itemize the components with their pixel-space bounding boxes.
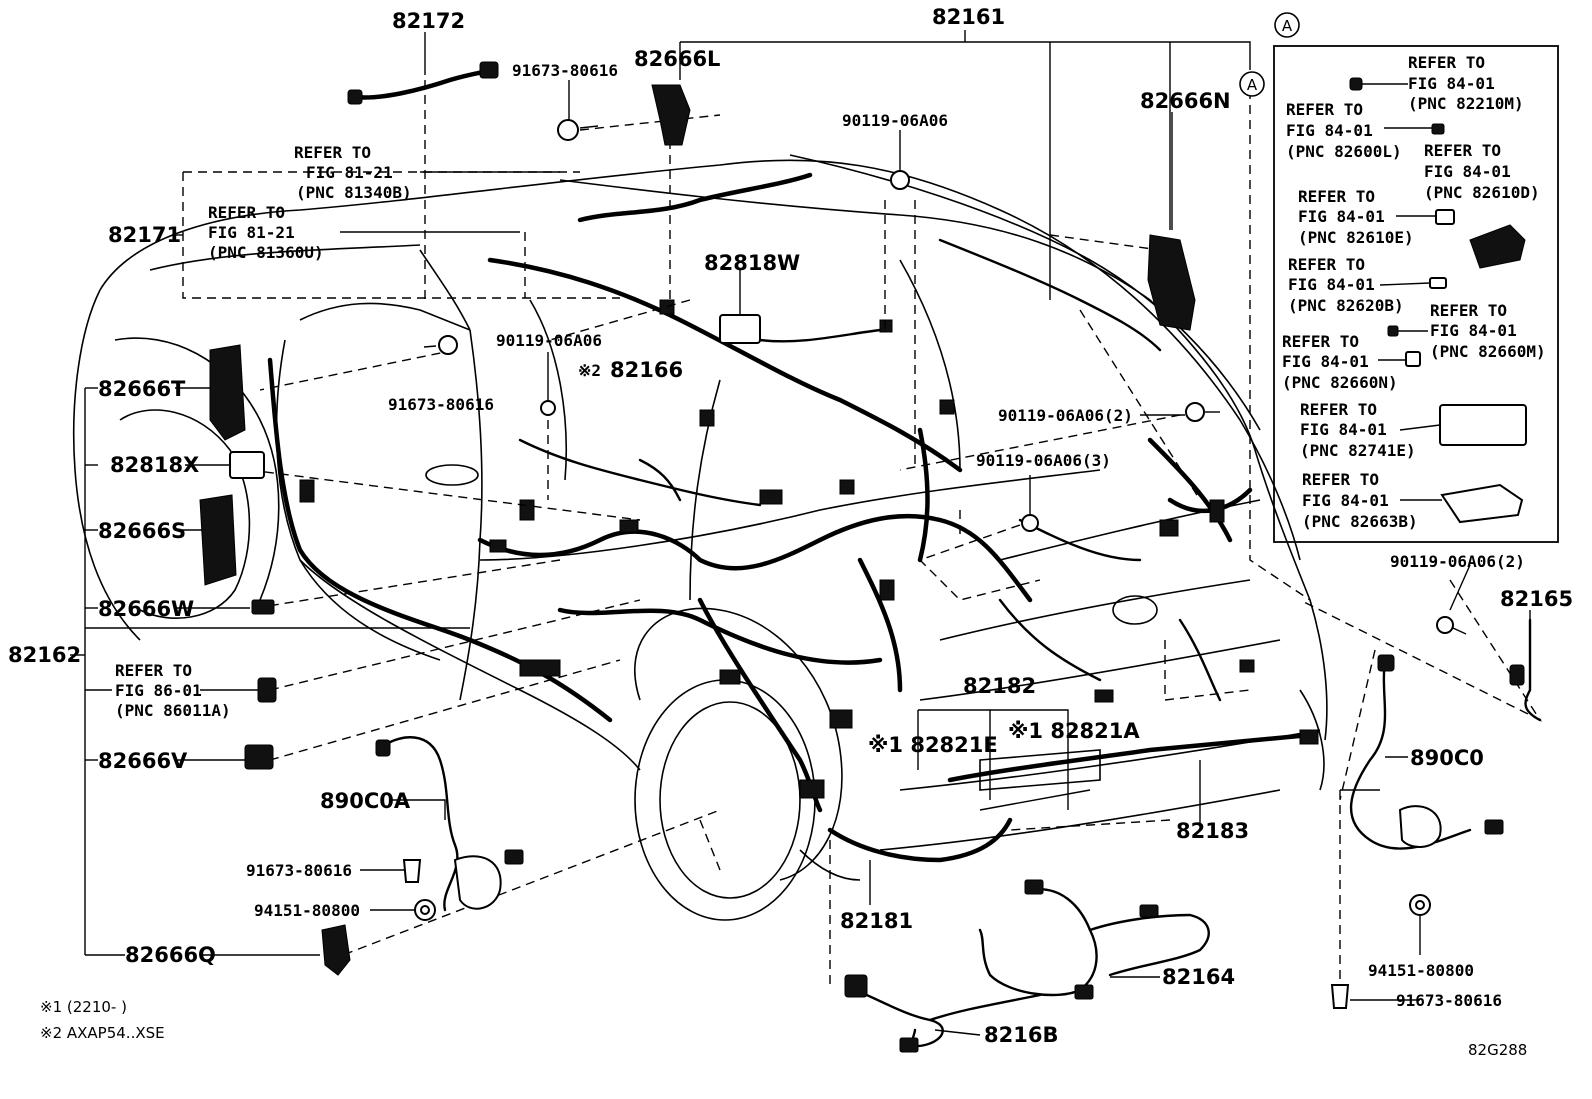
label-94151-right: 94151-80800 [1368, 961, 1474, 980]
label-82162: 82162 [8, 643, 81, 667]
label-90119-2-right: 90119-06A06(2) [1390, 552, 1525, 571]
label-82172: 82172 [392, 9, 465, 33]
label-82821A: ※1 82821A [1008, 719, 1140, 743]
circle-a-marker-top: A [1274, 12, 1300, 38]
refer-82600l: REFER TO FIG 84-01 (PNC 82600L) [1286, 100, 1402, 161]
inset-box-a [1273, 45, 1559, 543]
footnotes: ※1 (2210- ) ※2 AXAP54..XSE 82G288 [40, 998, 1527, 1059]
circle-a-label-top: A [1282, 17, 1293, 35]
refer-81340b: REFER TO FIG 81-21 (PNC 81340B) [294, 143, 412, 202]
label-82171: 82171 [108, 223, 181, 247]
circle-a-marker-right: A [1239, 71, 1265, 97]
refer-82660n: REFER TO FIG 84-01 (PNC 82660N) [1282, 332, 1398, 392]
label-82166-mark: ※2 [578, 361, 601, 380]
label-91673-right: 91673-80616 [1396, 991, 1502, 1010]
parts [199, 61, 1542, 1053]
refer-82660m: REFER TO FIG 84-01 (PNC 82660M) [1430, 301, 1546, 361]
circle-a-label-right: A [1247, 76, 1258, 94]
label-82164: 82164 [1162, 965, 1235, 989]
part-labels: 82172 82161 82666L 91673-80616 82666N 90… [8, 5, 1573, 1047]
figure-code: 82G288 [1468, 1041, 1527, 1059]
refer-blocks: REFER TO FIG 81-21 (PNC 81340B) REFER TO… [115, 53, 1546, 720]
label-82666V: 82666V [98, 749, 188, 773]
label-90119-3: 90119-06A06(3) [976, 451, 1111, 470]
label-82666W: 82666W [98, 597, 194, 621]
label-82183: 82183 [1176, 819, 1249, 843]
label-890C0A: 890C0A [320, 789, 411, 813]
label-82666T: 82666T [98, 377, 186, 401]
label-82166: 82166 [610, 358, 683, 382]
refer-82210m: REFER TO FIG 84-01 (PNC 82210M) [1408, 53, 1524, 113]
footnote-2: ※2 AXAP54..XSE [40, 1024, 165, 1042]
refer-82663b: REFER TO FIG 84-01 (PNC 82663B) [1302, 470, 1418, 531]
label-82818X: 82818X [110, 453, 199, 477]
refer-82610d: REFER TO FIG 84-01 (PNC 82610D) [1424, 141, 1540, 202]
label-90119-mid: 90119-06A06 [496, 331, 602, 350]
thin-harness [518, 238, 1222, 702]
label-82666S: 82666S [98, 519, 186, 543]
label-82182: 82182 [963, 674, 1036, 698]
label-82161: 82161 [932, 5, 1005, 29]
label-91673-top: 91673-80616 [512, 61, 618, 80]
label-94151-left: 94151-80800 [254, 901, 360, 920]
label-82165: 82165 [1500, 587, 1573, 611]
label-82821E: ※1 82821E [868, 733, 998, 757]
label-82666L: 82666L [634, 47, 720, 71]
label-90119-2: 90119-06A06(2) [998, 406, 1133, 425]
footnote-1: ※1 (2210- ) [40, 998, 127, 1016]
refer-82610e: REFER TO FIG 84-01 (PNC 82610E) [1298, 187, 1414, 247]
label-890C0: 890C0 [1410, 746, 1484, 770]
label-82666N: 82666N [1140, 89, 1231, 113]
label-90119-top: 90119-06A06 [842, 111, 948, 130]
label-8216B: 8216B [984, 1023, 1058, 1047]
label-82181: 82181 [840, 909, 913, 933]
refer-86011a: REFER TO FIG 86-01 (PNC 86011A) [115, 661, 231, 720]
refer-81360u: REFER TO FIG 81-21 (PNC 81360U) [208, 203, 324, 262]
leader-lines [70, 30, 1531, 1036]
label-91673-mid: 91673-80616 [388, 395, 494, 414]
refer-82620b: REFER TO FIG 84-01 (PNC 82620B) [1288, 255, 1404, 315]
label-82818W: 82818W [704, 251, 800, 275]
refer-82741e: REFER TO FIG 84-01 (PNC 82741E) [1300, 400, 1416, 460]
harness-connectors [299, 299, 1319, 799]
label-91673-low: 91673-80616 [246, 861, 352, 880]
vehicle-body [72, 154, 1328, 921]
label-82666Q: 82666Q [125, 943, 216, 967]
